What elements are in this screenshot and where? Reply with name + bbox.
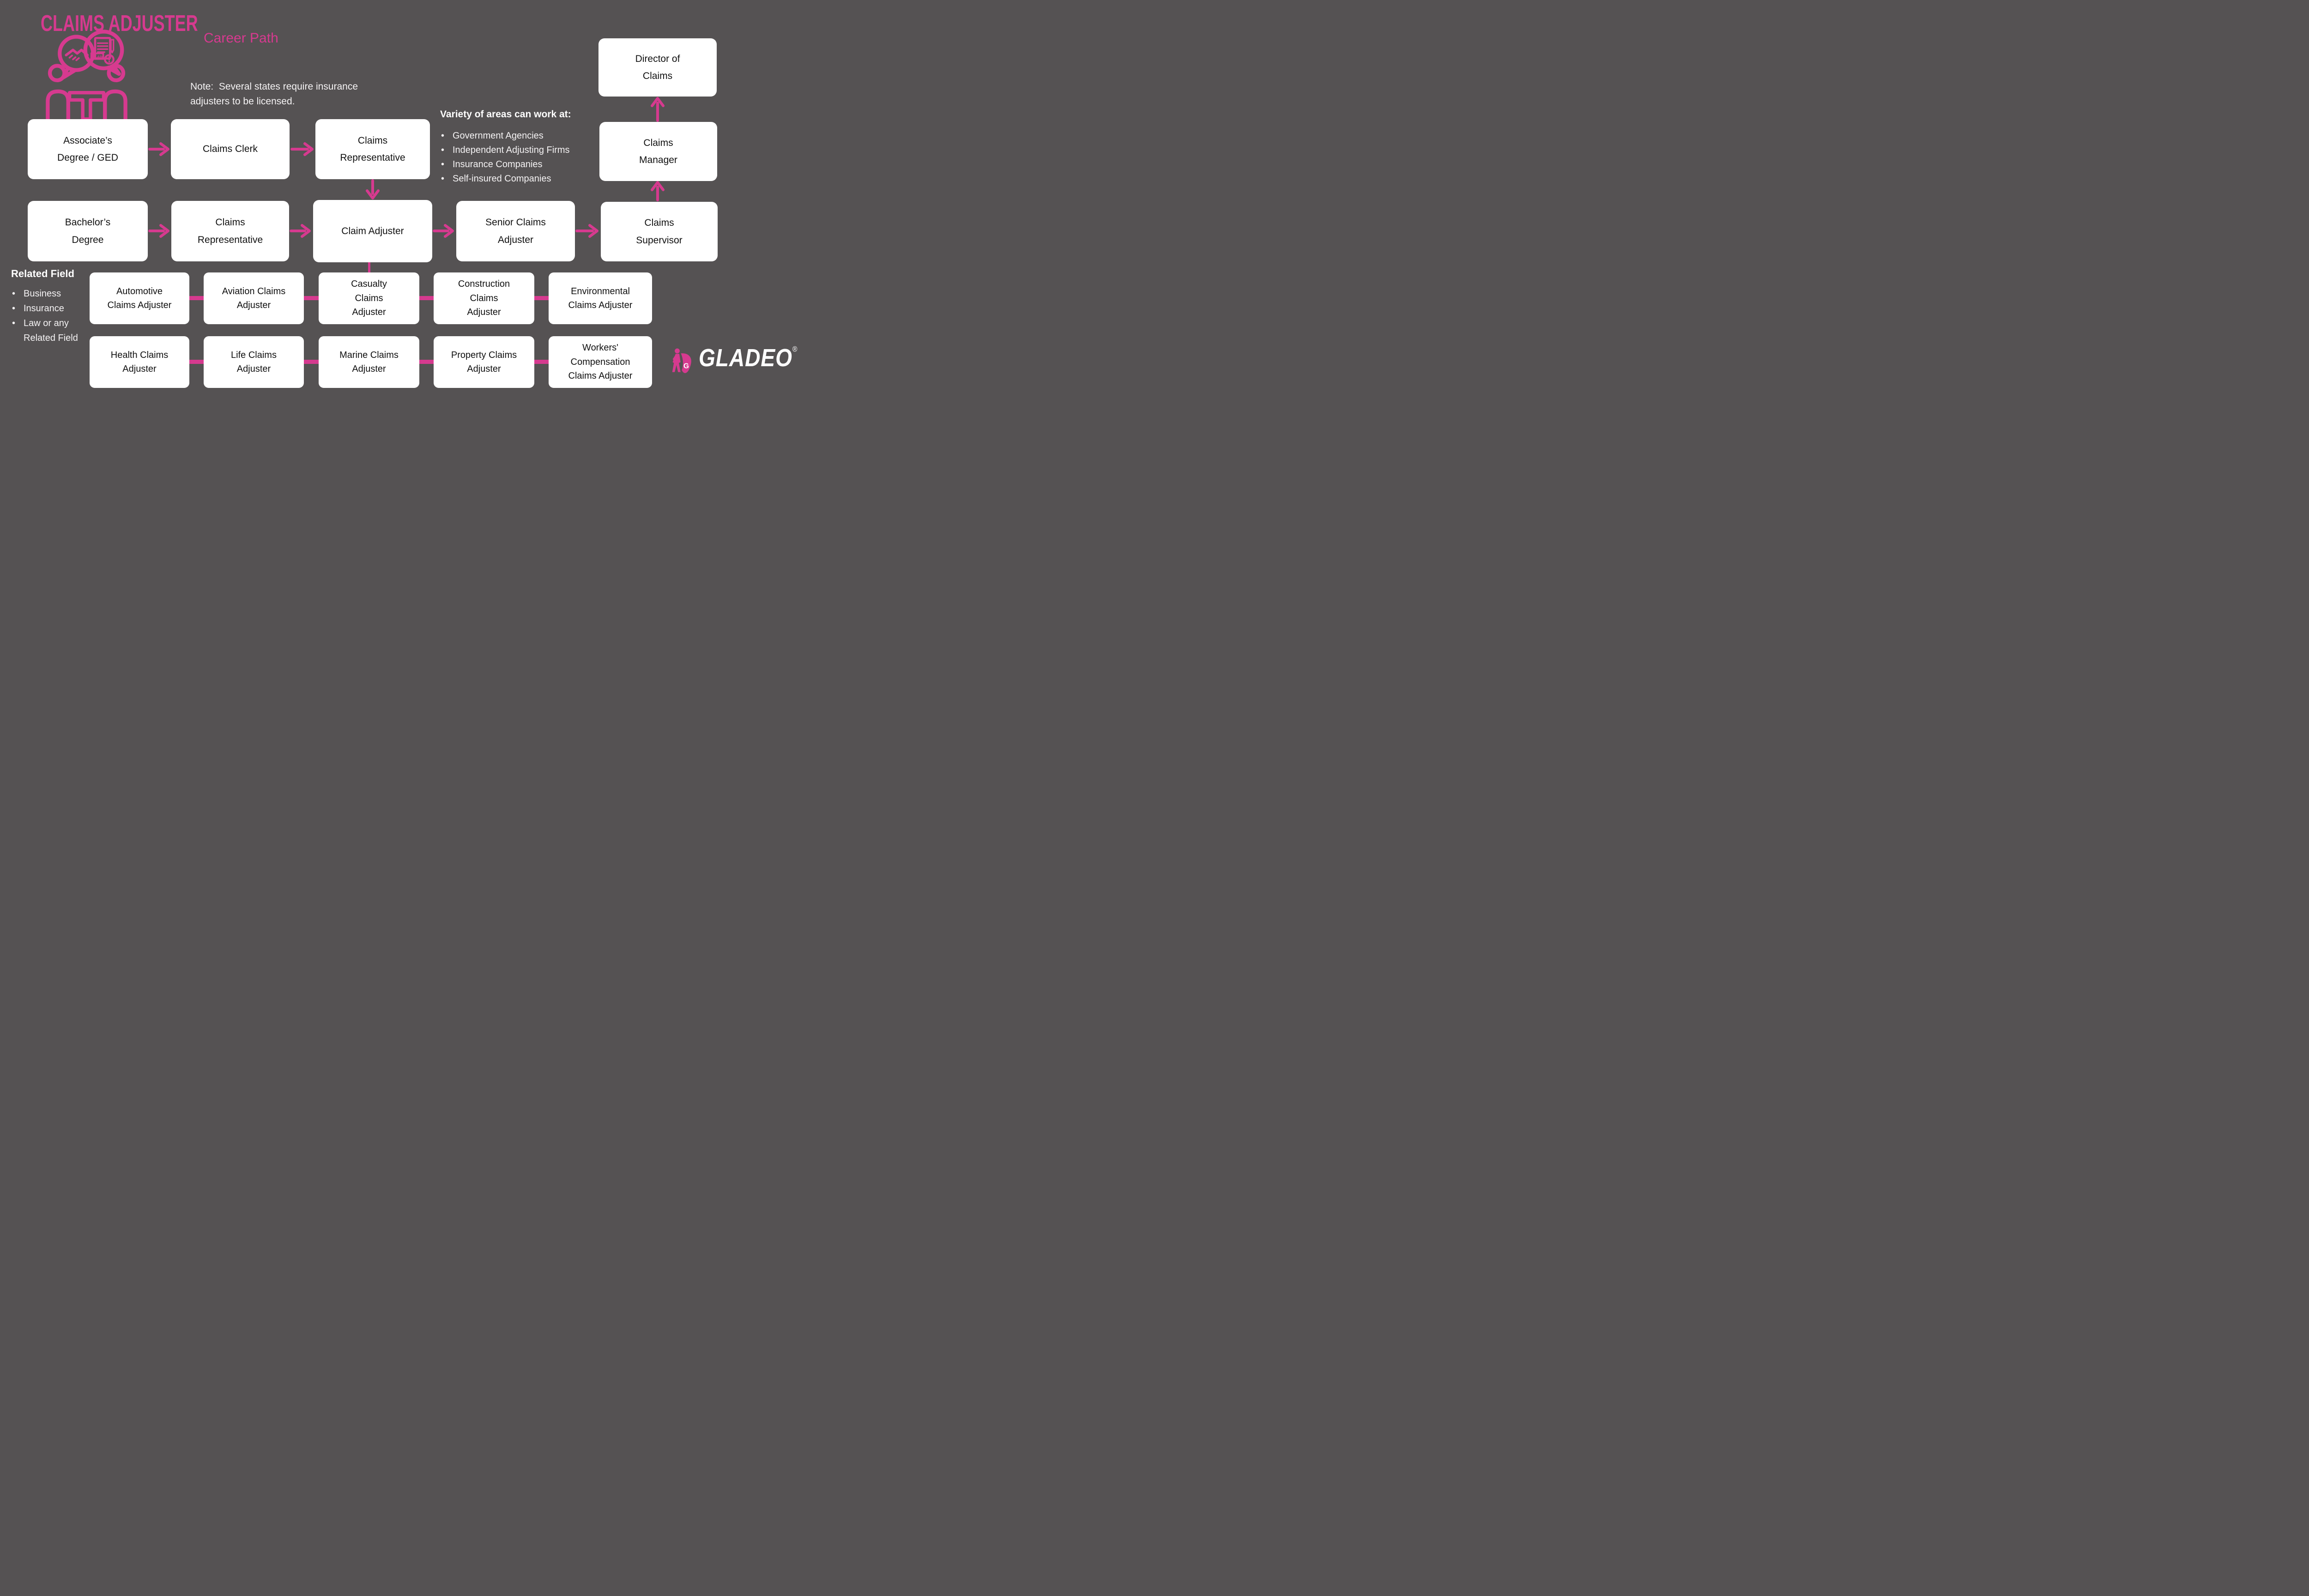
node-marine-claims-adjuster: Marine Claims Adjuster <box>319 336 419 388</box>
connector-aviation-casualty <box>304 296 319 300</box>
node-construction-claims-adjuster: Construction Claims Adjuster <box>434 272 534 324</box>
related-field-item: Insurance <box>11 301 78 316</box>
node-life-claims-adjuster: Life Claims Adjuster <box>204 336 304 388</box>
node-property-claims-adjuster: Property Claims Adjuster <box>434 336 534 388</box>
node-claims-representative-top: Claims Representative <box>315 119 430 179</box>
related-field-list: Business Insurance Law or any Related Fi… <box>11 286 78 345</box>
node-aviation-claims-adjuster: Aviation Claims Adjuster <box>204 272 304 324</box>
connector-claim-adjuster-to-casualty <box>368 262 370 272</box>
career-path-subtitle: Career Path <box>204 30 278 46</box>
node-claims-representative-mid: Claims Representative <box>171 201 289 261</box>
node-claims-supervisor: Claims Supervisor <box>601 202 718 261</box>
node-environmental-claims-adjuster: Environmental Claims Adjuster <box>549 272 652 324</box>
related-field-item: Law or any Related Field <box>11 316 78 345</box>
work-area-item: Independent Adjusting Firms <box>440 143 571 157</box>
node-claims-manager: Claims Manager <box>599 122 717 181</box>
node-claim-adjuster: Claim Adjuster <box>313 200 432 262</box>
arrow-senior-claims-adjuster-to-claims-supervisor-icon <box>575 224 598 238</box>
arrow-claims-representative-down-to-claim-adjuster-icon <box>366 179 380 200</box>
node-bachelors-degree: Bachelor’s Degree <box>28 201 148 261</box>
career-path-infographic: CLAIMS ADJUSTER Career Path Note: Severa… <box>0 0 798 399</box>
brand-name: GLADEO <box>699 344 792 372</box>
work-area-item: Insurance Companies <box>440 157 571 172</box>
node-associates-degree: Associate’s Degree / GED <box>28 119 148 179</box>
arrow-claims-representative-to-claim-adjuster-icon <box>290 224 311 238</box>
arrow-claims-manager-up-to-director-icon <box>651 97 665 122</box>
registered-mark: ® <box>792 345 798 354</box>
related-field-section: Related Field Business Insurance Law or … <box>11 268 78 345</box>
connector-property-workers-comp <box>534 360 549 364</box>
gladeo-logo: G GLADEO® <box>671 345 798 379</box>
gladeo-wordmark: GLADEO® <box>699 345 798 371</box>
connector-automotive-aviation <box>189 296 204 300</box>
arrow-claim-adjuster-to-senior-claims-adjuster-icon <box>433 224 454 238</box>
connector-casualty-construction <box>419 296 434 300</box>
node-director-of-claims: Director of Claims <box>598 38 717 97</box>
svg-text:CLAIM: CLAIM <box>92 54 103 59</box>
node-casualty-claims-adjuster: Casualty Claims Adjuster <box>319 272 419 324</box>
svg-text:G: G <box>683 363 689 370</box>
node-workers-comp-claims-adjuster: Workers' Compensation Claims Adjuster <box>549 336 652 388</box>
connector-life-marine <box>304 360 319 364</box>
arrow-bachelors-to-claims-representative-icon <box>148 224 169 238</box>
claims-discussion-icon: CLAIM <box>46 30 127 119</box>
license-note: Note: Several states require insurance a… <box>190 81 358 107</box>
node-automotive-claims-adjuster: Automotive Claims Adjuster <box>90 272 189 324</box>
connector-health-life <box>189 360 204 364</box>
arrow-claims-clerk-to-claims-representative-icon <box>290 142 314 156</box>
work-area-item: Government Agencies <box>440 129 571 143</box>
related-field-item: Business <box>11 286 78 301</box>
connector-marine-property <box>419 360 434 364</box>
page-title: CLAIMS ADJUSTER <box>41 10 198 36</box>
work-areas-heading: Variety of areas can work at: <box>440 109 571 120</box>
connector-construction-environmental <box>534 296 549 300</box>
gladeo-superhero-mascot-icon: G <box>672 348 691 373</box>
related-field-heading: Related Field <box>11 268 74 279</box>
work-areas-list: Government Agencies Independent Adjustin… <box>440 129 571 186</box>
node-senior-claims-adjuster: Senior Claims Adjuster <box>456 201 575 261</box>
work-areas-section: Variety of areas can work at: Government… <box>440 109 571 186</box>
work-area-item: Self-insured Companies <box>440 172 571 186</box>
node-health-claims-adjuster: Health Claims Adjuster <box>90 336 189 388</box>
arrow-associates-to-claims-clerk-icon <box>148 142 169 156</box>
node-claims-clerk: Claims Clerk <box>171 119 290 179</box>
arrow-claims-supervisor-up-to-claims-manager-icon <box>651 181 665 201</box>
